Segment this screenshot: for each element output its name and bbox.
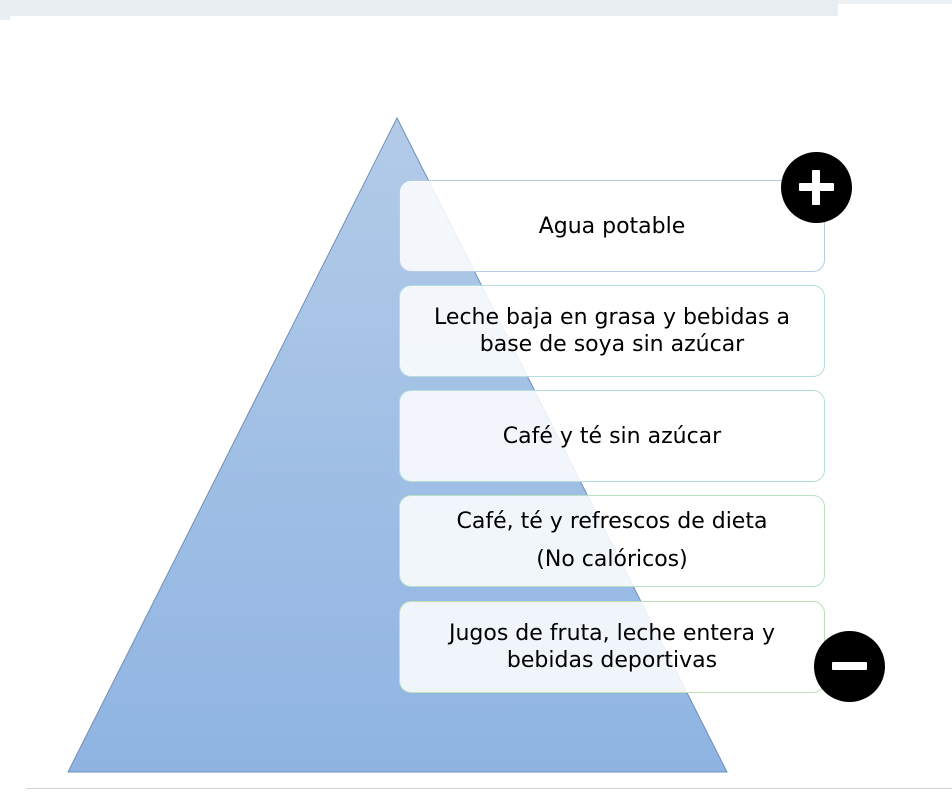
minus-bar (832, 662, 867, 670)
pyramid-level-2: Leche baja en grasa y bebidas a base de … (399, 285, 825, 377)
plus-vertical-bar (812, 170, 820, 205)
plus-icon (781, 152, 852, 223)
pyramid-level-4: Café, té y refrescos de dieta (No calóri… (399, 495, 825, 587)
level-3-text: Café y té sin azúcar (502, 423, 722, 449)
pyramid-level-1: Agua potable (399, 180, 825, 272)
level-2-text-line-2: base de soya sin azúcar (479, 332, 745, 357)
level-4-text-line-2: (No calóricos) (536, 547, 688, 572)
pyramid-level-3: Café y té sin azúcar (399, 390, 825, 482)
top-frame-bar (0, 0, 838, 16)
bottom-divider (26, 788, 952, 789)
pyramid-level-5: Jugos de fruta, leche entera y bebidas d… (399, 601, 825, 693)
top-frame-notch (0, 16, 10, 20)
minus-icon (814, 631, 885, 702)
level-2-text-line-1: Leche baja en grasa y bebidas a (434, 305, 790, 330)
level-4-text-line-1: Café, té y refrescos de dieta (456, 509, 768, 534)
level-5-text-line-2: bebidas deportivas (506, 648, 718, 673)
level-5-text-line-1: Jugos de fruta, leche entera y (448, 621, 776, 646)
top-frame-edge (838, 0, 952, 4)
level-1-text: Agua potable (538, 213, 686, 239)
